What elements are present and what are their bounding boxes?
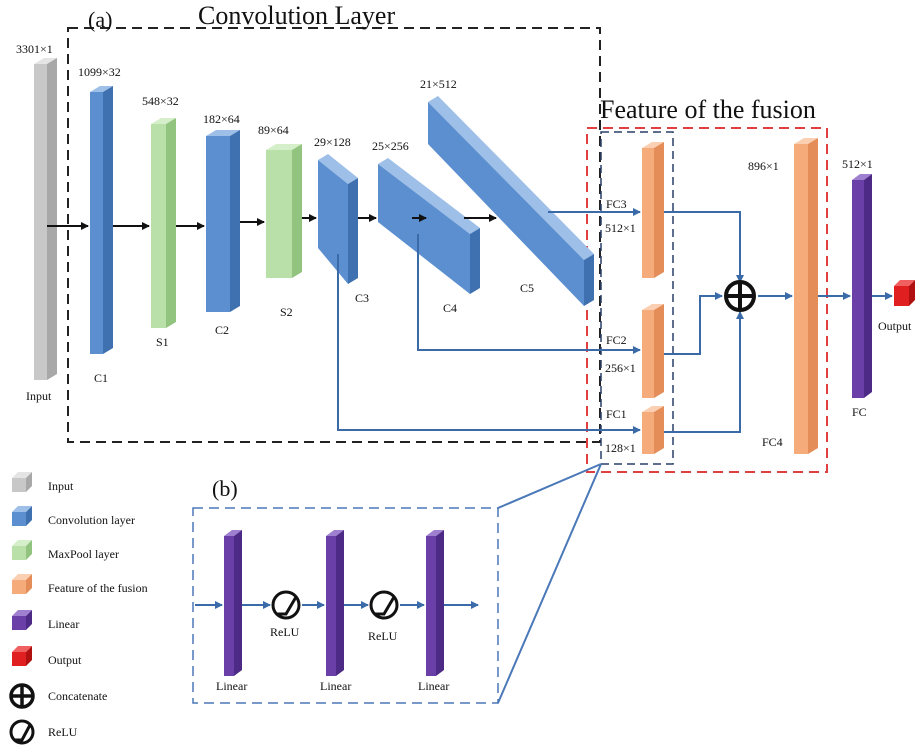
- relu-label-1: ReLU: [270, 625, 300, 639]
- c3-label: C3: [355, 291, 369, 305]
- legend-input-swatch: [12, 472, 32, 492]
- fusion-connectors: [337, 208, 893, 434]
- fc3-block: [642, 142, 664, 278]
- legend-conv-label: Convolution layer: [48, 513, 135, 527]
- forward-arrows: [47, 214, 497, 230]
- panel-b-frame: [192, 507, 499, 704]
- legend-output-swatch: [12, 646, 32, 666]
- fc1-dim: 128×1: [605, 441, 636, 455]
- fc2-block: [642, 304, 664, 398]
- relu-icon: [369, 590, 399, 620]
- zoom-line-top: [497, 463, 602, 509]
- c4-block: [378, 158, 480, 294]
- s1-label: S1: [156, 335, 169, 349]
- fc3-dim: 512×1: [605, 221, 636, 235]
- fc4-dim: 896×1: [748, 159, 779, 173]
- output-block: [894, 280, 915, 306]
- linear-block-1: [224, 530, 242, 676]
- legend-conv-swatch: [12, 506, 32, 526]
- convolution-layer-title: Convolution Layer: [198, 1, 395, 30]
- fc3-label: FC3: [606, 197, 627, 211]
- fc4-block: [794, 138, 818, 454]
- c5-dim: 21×512: [420, 77, 457, 91]
- fc4-label: FC4: [762, 435, 783, 449]
- c4-dim: 25×256: [372, 139, 409, 153]
- c5-block: [428, 96, 594, 306]
- legend: Input Convolution layer MaxPool layer Fe…: [9, 472, 148, 745]
- c4-label: C4: [443, 301, 457, 315]
- s1-block: [151, 118, 176, 328]
- legend-maxpool-label: MaxPool layer: [48, 547, 119, 561]
- legend-fusion-label: Feature of the fusion: [48, 581, 148, 595]
- legend-output-label: Output: [48, 653, 82, 667]
- legend-relu-label: ReLU: [48, 725, 78, 739]
- fc2-dim: 256×1: [605, 361, 636, 375]
- relu-label-2: ReLU: [368, 629, 398, 643]
- linear-block-2: [326, 530, 344, 676]
- legend-concatenate-label: Concatenate: [48, 689, 107, 703]
- fc1-block: [642, 406, 664, 454]
- relu-icon: [9, 719, 35, 745]
- c2-dim: 182×64: [203, 112, 240, 126]
- linear-label-1: Linear: [216, 679, 247, 693]
- c3-block: [318, 154, 358, 284]
- relu-icon: [271, 590, 301, 620]
- legend-linear-swatch: [12, 610, 32, 630]
- s2-label: S2: [280, 305, 293, 319]
- output-label: Output: [878, 319, 912, 333]
- input-block: [34, 58, 57, 380]
- s2-dim: 89×64: [258, 123, 289, 137]
- legend-fusion-swatch: [12, 574, 32, 594]
- c2-block: [206, 130, 240, 312]
- fc-dim: 512×1: [842, 157, 873, 171]
- panel-a-label: (a): [88, 7, 112, 32]
- fc-block: [852, 174, 872, 398]
- convolution-layer-frame: [67, 27, 601, 443]
- legend-input-label: Input: [48, 479, 74, 493]
- input-label: Input: [26, 389, 52, 403]
- c1-block: [90, 86, 113, 354]
- c5-label: C5: [520, 281, 534, 295]
- legend-maxpool-swatch: [12, 540, 32, 560]
- linear-block-3: [426, 530, 444, 676]
- input-dim: 3301×1: [16, 42, 53, 56]
- c1-label: C1: [94, 371, 108, 385]
- concatenate-icon: [724, 280, 756, 312]
- fc-label: FC: [852, 405, 867, 419]
- c1-dim: 1099×32: [78, 65, 121, 79]
- fc2-label: FC2: [606, 333, 627, 347]
- linear-label-3: Linear: [418, 679, 449, 693]
- legend-linear-label: Linear: [48, 617, 79, 631]
- s2-block: [266, 144, 302, 278]
- c2-label: C2: [215, 323, 229, 337]
- concatenate-icon: [9, 683, 35, 709]
- zoom-line-bottom: [497, 463, 602, 704]
- fc-column-frame: [600, 131, 674, 465]
- fc1-label: FC1: [606, 407, 627, 421]
- c3-dim: 29×128: [314, 135, 351, 149]
- s1-dim: 548×32: [142, 94, 179, 108]
- fusion-title: Feature of the fusion: [600, 95, 816, 124]
- panel-b-label: (b): [212, 476, 238, 501]
- linear-label-2: Linear: [320, 679, 351, 693]
